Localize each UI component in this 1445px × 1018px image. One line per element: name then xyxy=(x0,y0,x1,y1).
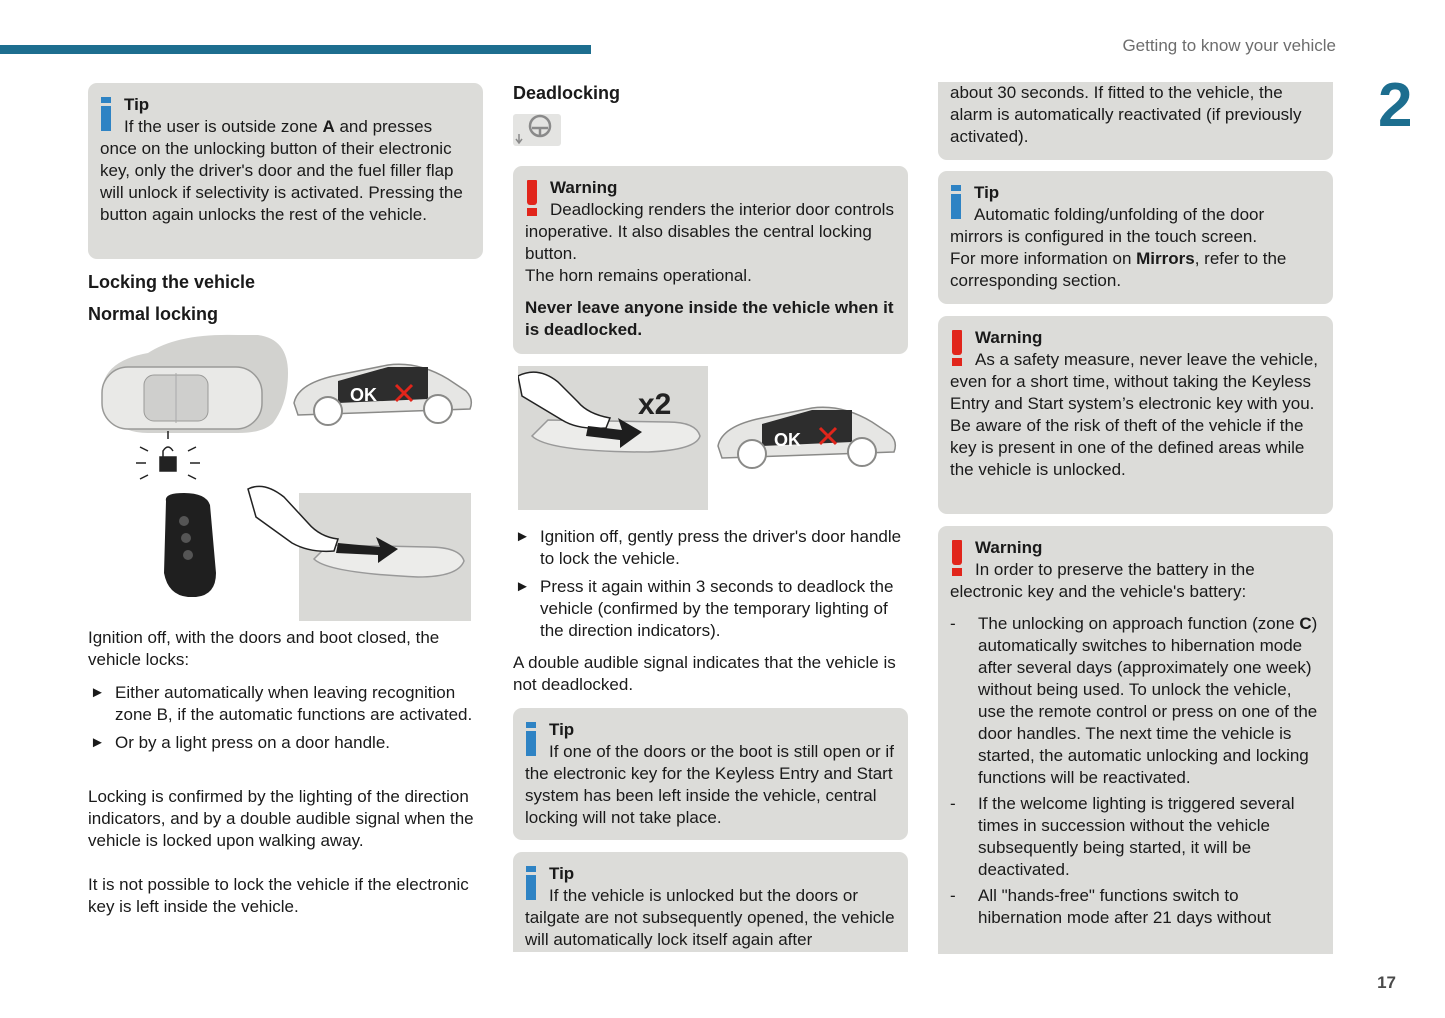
section-title: Getting to know your vehicle xyxy=(1122,36,1336,55)
key-inside-text: It is not possible to lock the vehicle i… xyxy=(88,875,469,916)
warning-text: As a safety measure, never leave the veh… xyxy=(950,350,1319,413)
mirrors-ref: Mirrors xyxy=(1136,249,1195,268)
cross-icon xyxy=(818,426,838,446)
warning-text: Be aware of the risk of theft of the veh… xyxy=(950,416,1305,479)
tip-text: If the user is outside zone xyxy=(124,117,323,136)
tip-text: If the vehicle is unlocked but the doors… xyxy=(525,886,895,949)
warning-bold-text: Never leave anyone inside the vehicle wh… xyxy=(525,298,894,339)
heading-deadlocking: Deadlocking xyxy=(513,83,621,103)
warning-text: Deadlocking renders the interior door co… xyxy=(525,200,894,263)
list-item: - The unlocking on approach function (zon… xyxy=(950,613,1321,789)
hand-press-icon xyxy=(247,485,465,578)
ok-label: OK xyxy=(774,430,801,450)
warning-label: Warning xyxy=(550,178,618,197)
list-item-text: ) automatically switches to hibernation … xyxy=(978,614,1318,787)
tip-text: Automatic folding/unfolding of the door … xyxy=(950,205,1265,246)
top-accent-bar xyxy=(0,45,591,54)
car-side-view-icon: OK xyxy=(293,363,473,426)
bullet-arrow-icon: ► xyxy=(515,528,530,545)
battery-dash-list: - The unlocking on approach function (zon… xyxy=(950,613,1321,929)
page-number: 17 xyxy=(1377,973,1396,992)
warning-icon xyxy=(525,180,539,216)
warning-label: Warning xyxy=(975,328,1043,347)
warning-icon xyxy=(950,540,964,576)
continued-tip-box: about 30 seconds. If fitted to the vehic… xyxy=(938,82,1333,160)
warning-text: The horn remains operational. xyxy=(525,266,752,285)
list-item-text: All "hands-free" functions switch to hib… xyxy=(978,886,1271,927)
tip-text: , refer to the corresponding section. xyxy=(950,249,1287,290)
tip-label: Tip xyxy=(549,864,575,883)
dash-marker: - xyxy=(950,886,956,905)
tip-label: Tip xyxy=(124,95,150,114)
locking-intro: Ignition off, with the doors and boot cl… xyxy=(88,628,440,669)
tip-box-central-locking: Tip If one of the doors or the boot is s… xyxy=(513,708,908,840)
steering-lock-icon xyxy=(513,112,563,148)
hand-press-icon xyxy=(517,371,701,453)
list-item-text: The unlocking on approach function (zone xyxy=(978,614,1300,633)
info-icon xyxy=(100,97,112,133)
list-item: ► Or by a light press on a door handle. xyxy=(88,732,483,754)
zone-letter: C xyxy=(1299,614,1312,633)
normal-locking-illustration: OK xyxy=(88,333,480,623)
x2-label: x2 xyxy=(638,388,671,421)
list-item-text: Either automatically when leaving recogn… xyxy=(115,683,473,724)
deadlocking-bullets: ► Ignition off, gently press the driver's… xyxy=(513,526,908,648)
list-item-text: Or by a light press on a door handle. xyxy=(115,733,390,752)
tip-text: and xyxy=(334,117,368,136)
locking-confirmation-text: Locking is confirmed by the lighting of … xyxy=(88,787,474,850)
double-signal-text: A double audible signal indicates that t… xyxy=(513,653,896,694)
warning-text: In order to preserve the battery in the … xyxy=(950,560,1255,601)
car-side-view-icon: OK xyxy=(717,406,897,469)
list-item-text: Ignition off, gently press the driver's … xyxy=(540,527,902,568)
tip-box-selectivity: Tip If the user is outside zone A and pr… xyxy=(88,83,483,259)
locking-bullets: ► Either automatically when leaving recog… xyxy=(88,682,483,760)
info-icon xyxy=(525,722,537,758)
list-item-text: If the welcome lighting is triggered sev… xyxy=(978,794,1295,879)
deadlocking-figure: x2 OK xyxy=(517,366,897,510)
list-item-text: Press it again within 3 seconds to deadl… xyxy=(540,577,894,640)
list-item: ► Press it again within 3 seconds to dead… xyxy=(513,576,908,642)
warning-box-battery: Warning In order to preserve the battery… xyxy=(938,526,1333,954)
key-fob-icon xyxy=(164,493,216,597)
chapter-number: 2 xyxy=(1378,71,1413,140)
tip-box-mirrors: Tip Automatic folding/unfolding of the d… xyxy=(938,171,1333,304)
tip-text: presses once on the unlocking button of … xyxy=(100,117,463,224)
list-item: ► Ignition off, gently press the driver's… xyxy=(513,526,908,570)
info-icon xyxy=(525,866,537,902)
heading-normal-locking: Normal locking xyxy=(88,304,219,324)
tip-text: For more information on xyxy=(950,249,1137,268)
warning-label: Warning xyxy=(975,538,1043,557)
tip-text: about 30 seconds. If fitted to the vehic… xyxy=(950,83,1302,146)
dash-marker: - xyxy=(950,614,956,633)
list-item: - All "hands-free" functions switch to hi… xyxy=(950,885,1321,929)
tip-box-auto-relock: Tip If the vehicle is unlocked but the d… xyxy=(513,852,908,952)
warning-box-safety: Warning As a safety measure, never leave… xyxy=(938,316,1333,514)
list-item: - If the welcome lighting is triggered se… xyxy=(950,793,1321,881)
car-top-view-icon xyxy=(101,366,263,430)
bullet-arrow-icon: ► xyxy=(515,578,530,595)
bullet-arrow-icon: ► xyxy=(90,684,105,701)
tip-text: If one of the doors or the boot is still… xyxy=(525,742,894,827)
unlock-zone-icon xyxy=(136,431,200,480)
ok-label: OK xyxy=(350,385,377,405)
info-icon xyxy=(950,185,962,221)
tip-label: Tip xyxy=(549,720,575,739)
normal-locking-figure: OK xyxy=(101,334,473,621)
heading-locking-vehicle: Locking the vehicle xyxy=(88,272,256,292)
warning-icon xyxy=(950,330,964,366)
cross-icon xyxy=(394,383,414,403)
tip-label: Tip xyxy=(974,183,1000,202)
dash-marker: - xyxy=(950,794,956,813)
bullet-arrow-icon: ► xyxy=(90,734,105,751)
deadlocking-illustration: x2 OK xyxy=(517,366,903,510)
zone-letter: A xyxy=(322,117,335,136)
list-item: ► Either automatically when leaving recog… xyxy=(88,682,483,726)
warning-box-deadlocking: Warning Deadlocking renders the interior… xyxy=(513,166,908,354)
